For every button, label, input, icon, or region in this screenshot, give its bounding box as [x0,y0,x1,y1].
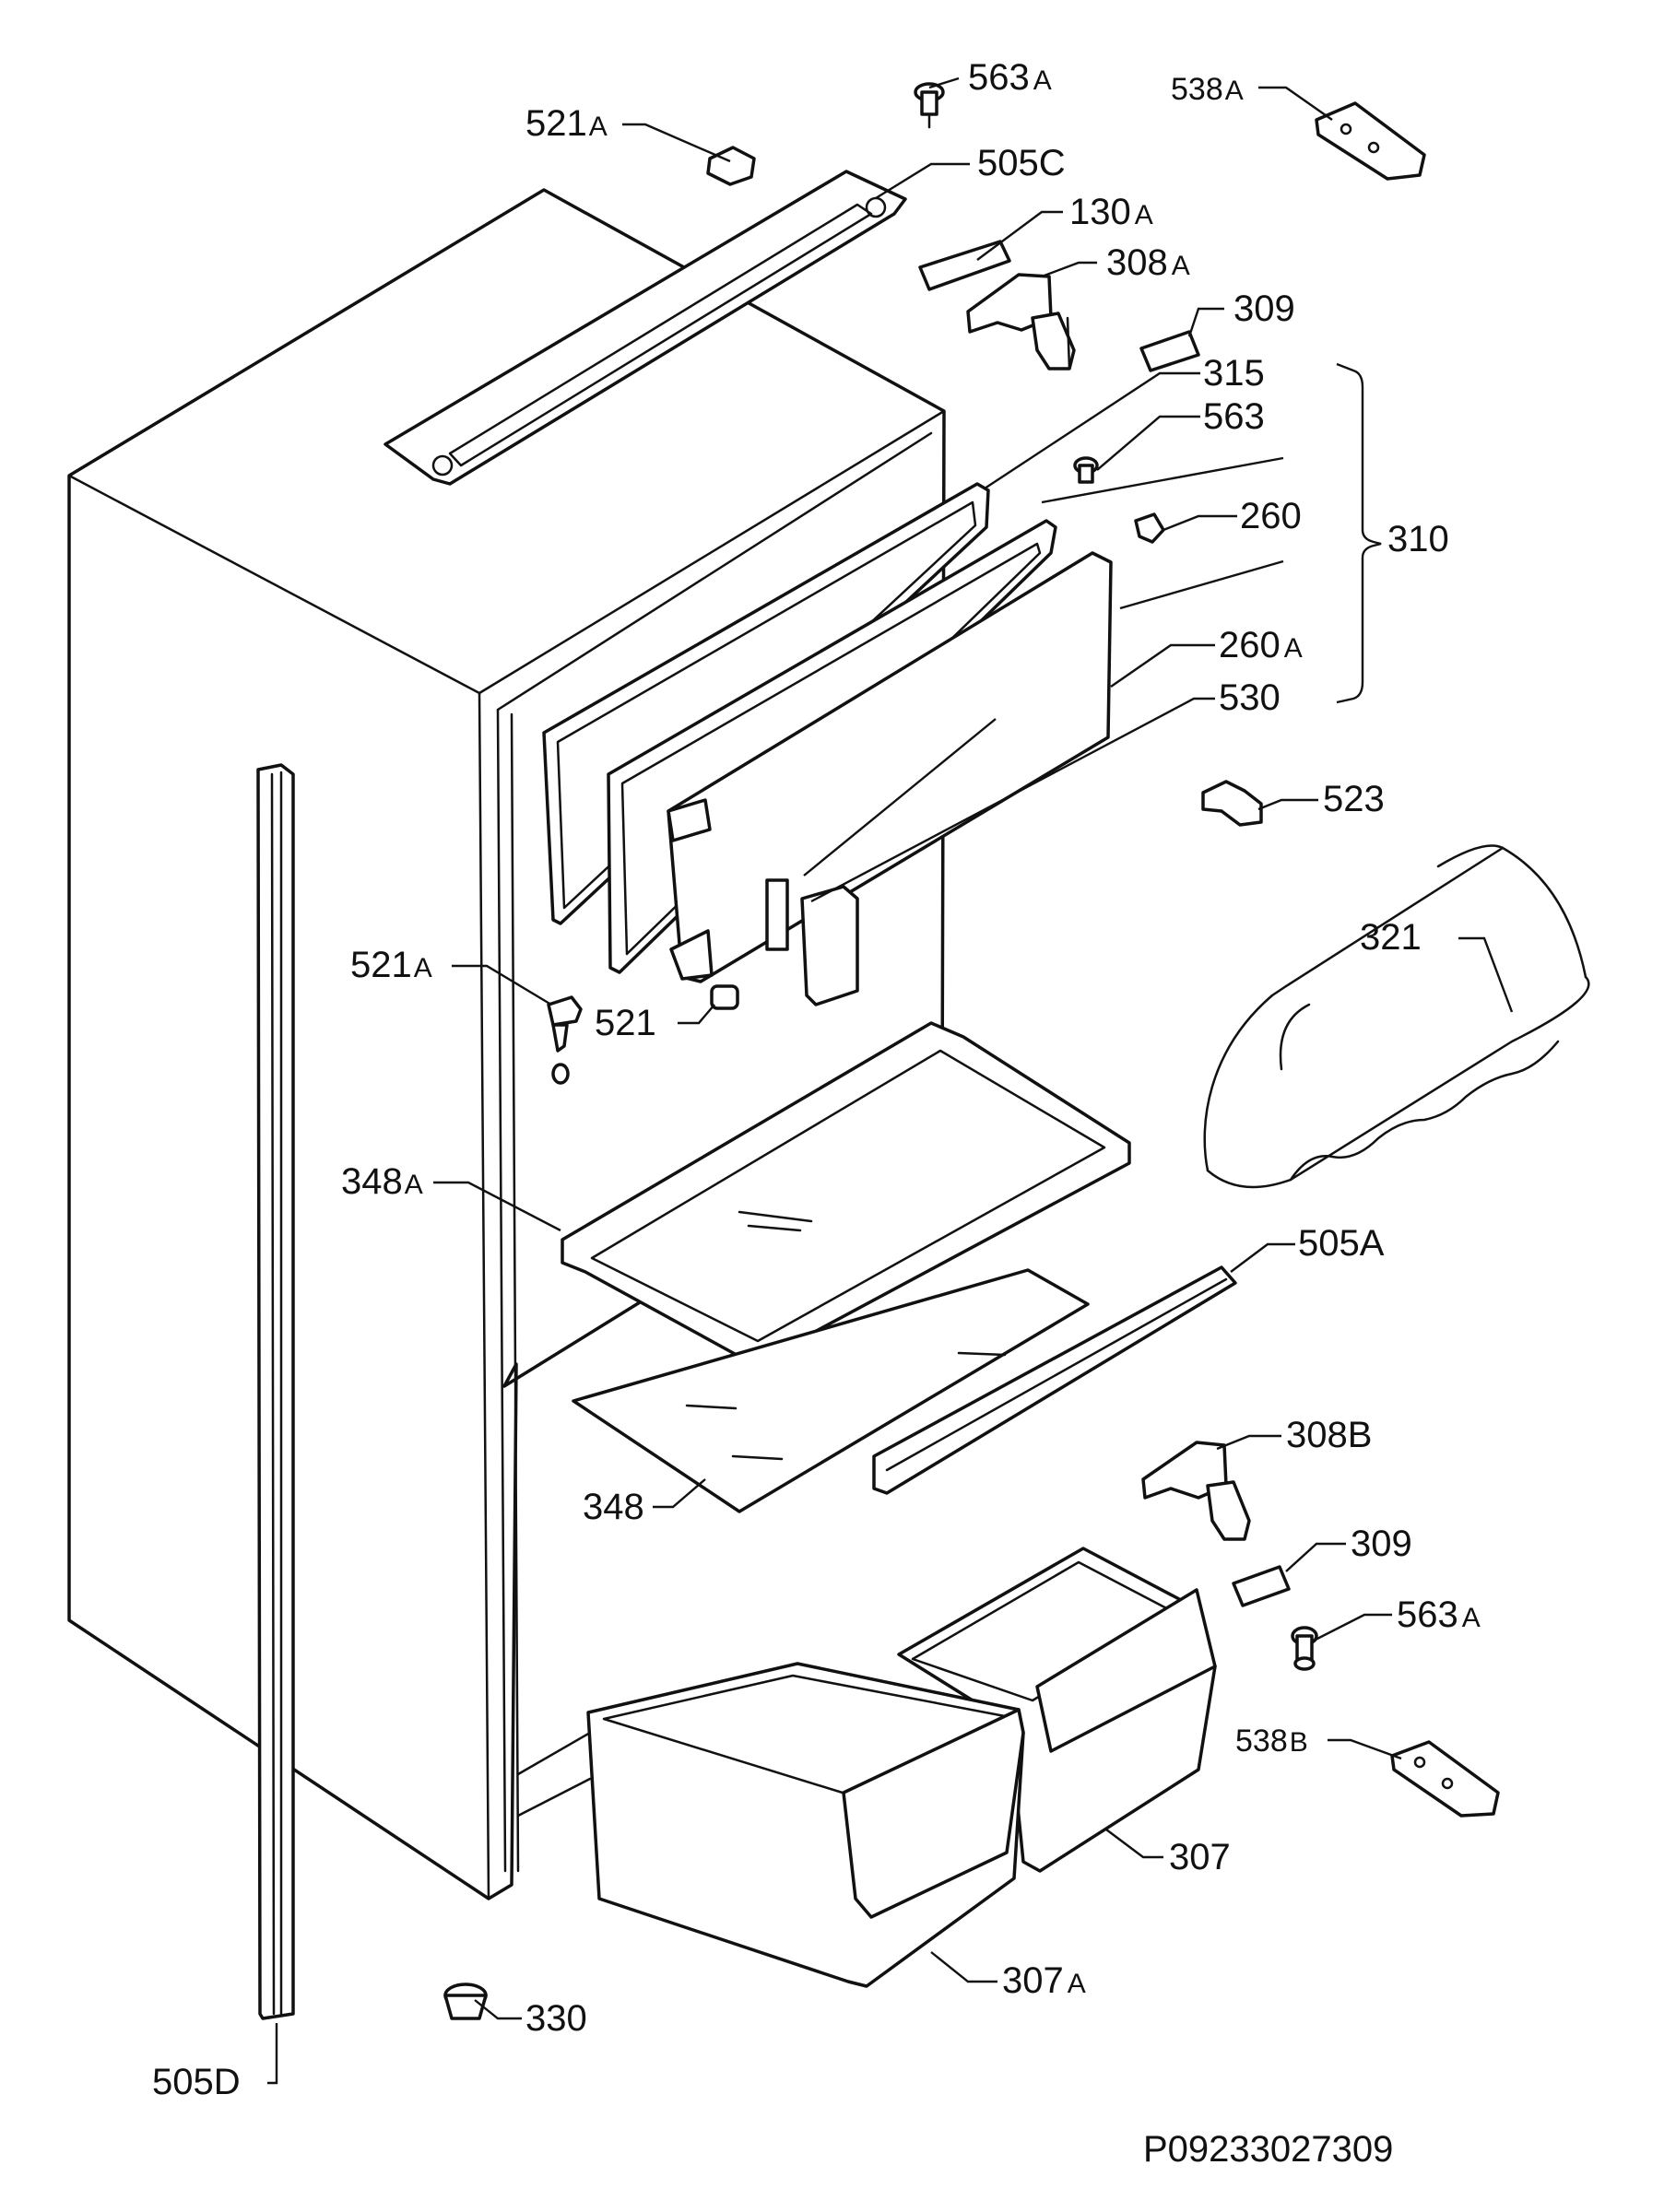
part-348-glass-pane [572,1268,1090,1513]
part-521a-top-cap [706,146,756,186]
label-521a-top: 521A [525,103,608,144]
part-538b-hinge-plate [1390,1740,1500,1818]
part-130a-plate [918,240,1011,291]
part-563a-bottom-screw [1291,1626,1318,1671]
label-538b: 538B [1235,1724,1308,1759]
label-260: 260 [1240,496,1302,536]
label-505a: 505A [1298,1223,1385,1264]
label-521a-mid: 521A [350,945,432,985]
part-308b-hinge [1141,1441,1251,1541]
label-315: 315 [1203,353,1265,394]
part-330-foot [443,1983,488,2020]
label-307: 307 [1169,1837,1231,1877]
part-321-bottle-rack [1203,844,1590,1189]
part-260-clip [1134,512,1165,544]
part-521-plug [710,984,739,1010]
label-523: 523 [1323,779,1385,819]
label-309-top: 309 [1233,288,1295,329]
part-309-bottom-pad [1232,1565,1291,1607]
part-505a-strip [872,1265,1237,1495]
label-505d: 505D [152,2062,241,2102]
label-538a: 538A [1171,72,1244,107]
label-310: 310 [1387,519,1449,559]
part-307a-crisper-drawer [586,1662,1025,1988]
part-505d-trim-strip [256,763,295,2020]
part-505c-top-rail [384,170,907,486]
label-321: 321 [1360,917,1422,958]
label-521: 521 [595,1003,656,1043]
part-563-screw [1073,456,1099,484]
group-310-bracket [1041,362,1382,704]
label-309-bottom: 309 [1351,1524,1412,1564]
label-348a: 348A [341,1161,423,1202]
part-563a-top-screw [914,82,945,129]
label-530: 530 [1219,677,1281,718]
label-563: 563 [1203,396,1265,437]
part-309-top-pad [1139,330,1200,372]
part-538a-hinge-plate [1315,101,1426,181]
part-348a-shelf [561,1021,1131,1364]
label-330: 330 [525,1998,587,2039]
leader-lines [267,76,1514,2085]
label-308b: 308B [1286,1415,1372,1455]
part-521a-mid-clip [547,995,583,1085]
label-505c: 505C [977,143,1066,183]
door-assembly [542,482,1113,1006]
document-id: P09233027309 [1143,2129,1393,2170]
part-308a-hinge [966,273,1076,371]
part-523-connector [1201,780,1263,827]
label-348: 348 [583,1487,644,1527]
